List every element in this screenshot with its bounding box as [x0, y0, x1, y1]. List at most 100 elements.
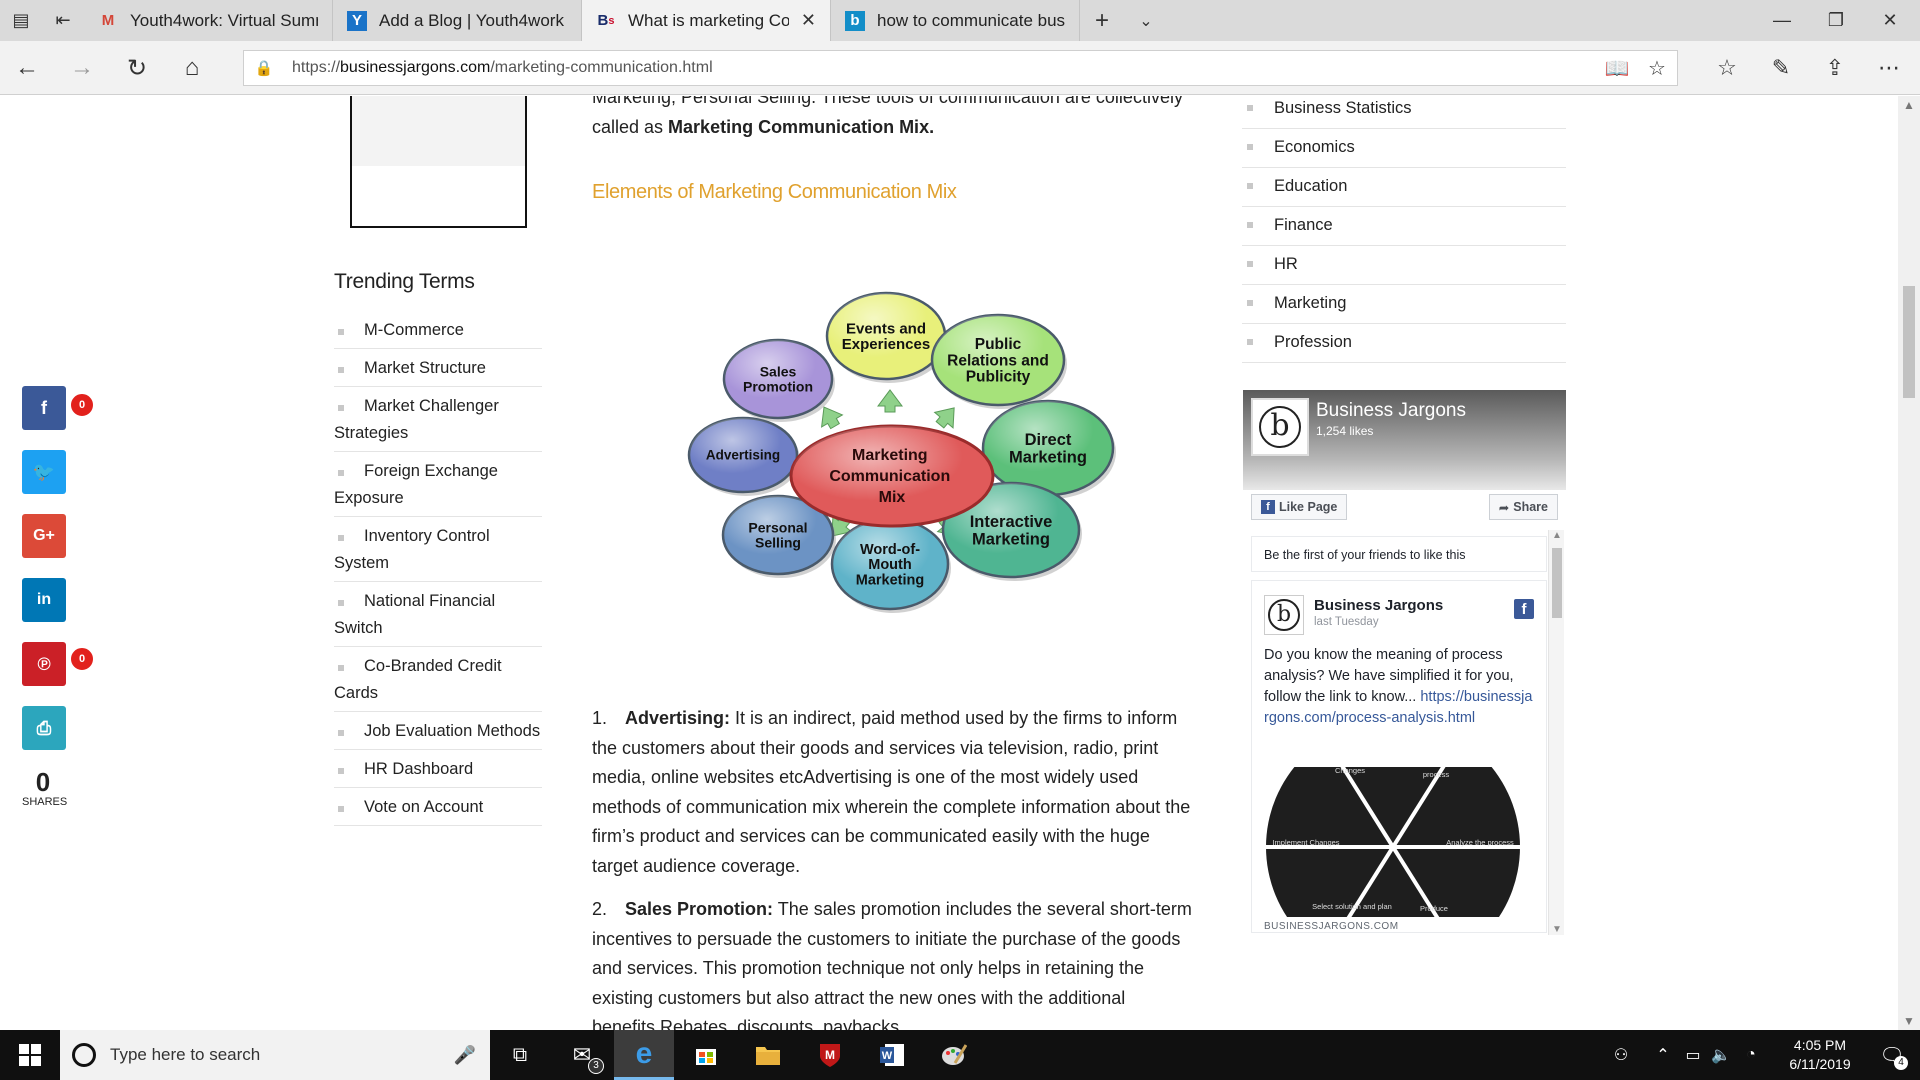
- windows-logo-icon: [19, 1044, 41, 1066]
- widget-scrollbar[interactable]: ▲ ▼: [1548, 530, 1564, 935]
- tab-preview-chevron-icon[interactable]: ⌄: [1139, 12, 1153, 30]
- trending-link[interactable]: Market Challenger Strategies: [334, 387, 542, 452]
- image-label: process: [1423, 770, 1450, 779]
- total-shares: 0 SHARES: [22, 768, 67, 808]
- post-avatar[interactable]: b: [1264, 595, 1304, 635]
- back-button[interactable]: ←: [15, 54, 39, 81]
- facebook-icon: f: [1261, 500, 1275, 514]
- trending-link[interactable]: Inventory Control System: [334, 517, 542, 582]
- url-text[interactable]: https://businessjargons.com/marketing-co…: [292, 59, 713, 76]
- tab-bing-search[interactable]: b how to communicate busin: [831, 0, 1080, 41]
- tab-youth4work-summer[interactable]: M Youth4work: Virtual Summe: [84, 0, 333, 41]
- facebook-share-button[interactable]: f: [22, 386, 66, 430]
- people-icon[interactable]: ⚇: [1613, 1047, 1629, 1064]
- reading-view-icon[interactable]: 📖: [1604, 57, 1630, 80]
- add-notes-icon[interactable]: ✎: [1771, 55, 1791, 80]
- google-plus-share-button[interactable]: G+: [22, 514, 66, 558]
- clock[interactable]: 4:05 PM 6/11/2019: [1770, 1036, 1870, 1074]
- twitter-share-button[interactable]: 🐦: [22, 450, 66, 494]
- like-page-button[interactable]: f Like Page: [1251, 494, 1348, 520]
- trending-link[interactable]: Market Structure: [334, 349, 542, 387]
- diagram-node-label: Word-of-: [860, 542, 920, 558]
- post-link[interactable]: https://businessjargons.com/process-anal…: [1264, 689, 1533, 726]
- image-label: Implement Changes: [1272, 838, 1339, 847]
- facebook-cover[interactable]: b Business Jargons 1,254 likes: [1243, 390, 1566, 490]
- refresh-button[interactable]: ↻: [126, 54, 148, 82]
- trending-link[interactable]: Co-Branded Credit Cards: [334, 647, 542, 712]
- edge-browser-icon[interactable]: e: [614, 1030, 674, 1080]
- home-button[interactable]: ⌂: [184, 54, 200, 81]
- more-menu-icon[interactable]: ⋯: [1878, 55, 1900, 80]
- page-logo[interactable]: b: [1251, 398, 1309, 456]
- show-hidden-icons[interactable]: ⌃: [1656, 1047, 1670, 1064]
- image-label: Changes: [1335, 767, 1365, 775]
- diagram-center-line: Marketing: [852, 447, 928, 464]
- search-placeholder: Type here to search: [110, 1045, 261, 1064]
- sidebar-image-box: [350, 96, 527, 228]
- url-field[interactable]: 🔒 https://businessjargons.com/marketing-…: [243, 50, 1678, 86]
- post-date[interactable]: last Tuesday: [1314, 616, 1379, 628]
- image-label: Analyze the process: [1446, 838, 1514, 847]
- trending-link[interactable]: M-Commerce: [334, 311, 542, 349]
- diagram-node-label: Experiences: [842, 336, 930, 353]
- mail-app-icon[interactable]: ✉3: [552, 1030, 612, 1080]
- tab-actions-icon[interactable]: ▤: [12, 10, 30, 30]
- category-link[interactable]: Marketing: [1242, 285, 1566, 324]
- svg-text:Marketing Communicat: Marketing Communication Mix: [829, 447, 954, 506]
- trending-link[interactable]: National Financial Switch: [334, 582, 542, 647]
- microphone-icon[interactable]: 🎤: [453, 1044, 476, 1065]
- linkedin-share-button[interactable]: in: [22, 578, 66, 622]
- category-link[interactable]: Business Statistics: [1242, 96, 1566, 129]
- word-app-icon[interactable]: W: [862, 1030, 922, 1080]
- category-link[interactable]: Economics: [1242, 129, 1566, 168]
- trending-link[interactable]: HR Dashboard: [334, 750, 542, 788]
- new-tab-button[interactable]: +: [1094, 6, 1109, 34]
- widget-scroll-thumb[interactable]: [1552, 548, 1562, 618]
- action-center-icon[interactable]: 🗨4: [1872, 1030, 1912, 1080]
- pinterest-share-button[interactable]: ℗: [22, 642, 66, 686]
- volume-icon[interactable]: 🔈: [1711, 1047, 1731, 1064]
- category-link[interactable]: Profession: [1242, 324, 1566, 363]
- set-aside-tabs-icon[interactable]: ⇤: [55, 10, 71, 30]
- trending-link[interactable]: Vote on Account: [334, 788, 542, 826]
- post-source[interactable]: BUSINESSJARGONS.COM: [1264, 921, 1399, 932]
- minimize-button[interactable]: —: [1773, 10, 1791, 30]
- mcafee-icon[interactable]: M: [800, 1030, 860, 1080]
- tab-add-a-blog[interactable]: Y Add a Blog | Youth4work: [333, 0, 582, 41]
- battery-icon[interactable]: ▭: [1685, 1047, 1701, 1064]
- share-icon[interactable]: ⇪: [1825, 55, 1845, 80]
- diagram-node-label: Direct: [1025, 431, 1072, 449]
- facebook-page-name[interactable]: Business Jargons: [1316, 400, 1466, 421]
- store-app-icon[interactable]: [676, 1030, 736, 1080]
- print-button[interactable]: ⎙: [22, 706, 66, 750]
- start-button[interactable]: [0, 1030, 60, 1080]
- process-analysis-image[interactable]: Changes process Implement Changes Analyz…: [1264, 767, 1522, 917]
- trending-link[interactable]: Job Evaluation Methods: [334, 712, 542, 750]
- taskbar-search-box[interactable]: Type here to search 🎤: [60, 1030, 490, 1080]
- favorite-star-icon[interactable]: ☆: [1648, 57, 1666, 80]
- favorites-hub-icon[interactable]: ☆: [1717, 55, 1737, 80]
- section-heading: Elements of Marketing Communication Mix: [592, 181, 957, 203]
- youth4work-icon: Y: [347, 10, 367, 31]
- file-explorer-icon[interactable]: [738, 1030, 798, 1080]
- wifi-icon[interactable]: ◔: [1746, 1046, 1756, 1063]
- category-link[interactable]: HR: [1242, 246, 1566, 285]
- paint-app-icon[interactable]: [924, 1030, 984, 1080]
- list-item-sales-promotion: 2.Sales Promotion: The sales promotion i…: [592, 899, 1192, 1030]
- page-scrollbar[interactable]: ▲ ▼: [1898, 96, 1920, 1030]
- trending-link[interactable]: Foreign Exchange Exposure: [334, 452, 542, 517]
- restore-button[interactable]: ❐: [1827, 10, 1845, 30]
- post-author[interactable]: Business Jargons: [1314, 597, 1444, 614]
- forward-button[interactable]: →: [70, 54, 94, 81]
- close-window-button[interactable]: ✕: [1882, 10, 1898, 30]
- page-scroll-thumb[interactable]: [1903, 286, 1915, 398]
- close-tab-icon[interactable]: ✕: [800, 10, 816, 30]
- task-view-icon[interactable]: ⧉: [512, 1043, 528, 1066]
- share-page-button[interactable]: ➦ Share: [1488, 494, 1558, 520]
- category-link[interactable]: Education: [1242, 168, 1566, 207]
- category-link[interactable]: Finance: [1242, 207, 1566, 246]
